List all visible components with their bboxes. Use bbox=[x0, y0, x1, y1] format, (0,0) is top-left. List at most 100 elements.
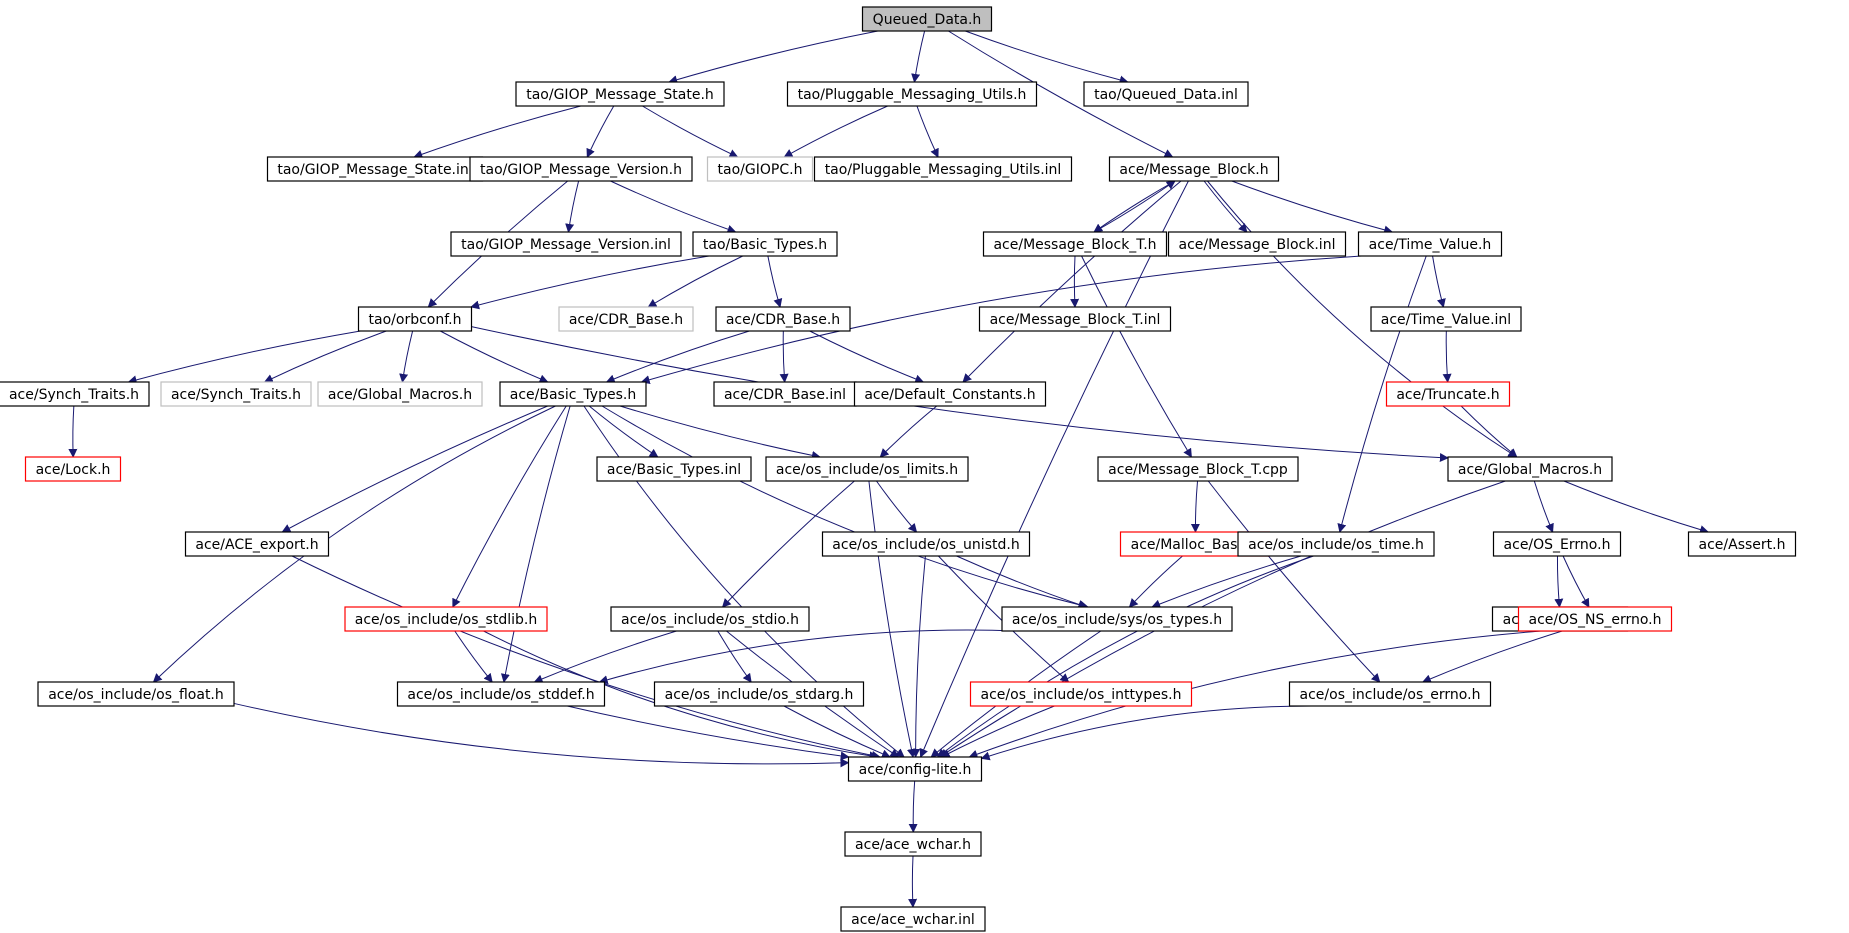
graph-node-giopc[interactable]: tao/GIOPC.h bbox=[706, 156, 814, 182]
graph-node-root[interactable]: Queued_Data.h bbox=[861, 6, 993, 32]
node-label: ace/os_include/os_inttypes.h bbox=[981, 687, 1182, 703]
graph-node-osstddef[interactable]: ace/os_include/os_stddef.h bbox=[396, 681, 606, 707]
graph-node-mb[interactable]: ace/Message_Block.h bbox=[1108, 156, 1280, 182]
graph-node-tv[interactable]: ace/Time_Value.h bbox=[1357, 231, 1503, 257]
node-box bbox=[184, 531, 330, 557]
graph-edge-gmv-to-tbt bbox=[610, 180, 737, 234]
graph-node-tvi[interactable]: ace/Time_Value.inl bbox=[1370, 306, 1522, 332]
node-box bbox=[969, 681, 1193, 707]
node-label: ace/Time_Value.inl bbox=[1381, 312, 1511, 328]
graph-node-pmui[interactable]: tao/Pluggable_Messaging_Utils.inl bbox=[813, 156, 1073, 182]
node-box bbox=[840, 906, 986, 932]
node-box bbox=[715, 306, 851, 332]
graph-edge-abt-to-oslim bbox=[619, 405, 821, 460]
node-label: ace/ACE_export.h bbox=[195, 537, 318, 553]
graph-node-trunc[interactable]: ace/Truncate.h bbox=[1385, 381, 1511, 407]
node-label: tao/GIOP_Message_Version.inl bbox=[461, 237, 671, 253]
graph-edge-orbconf-to-stg bbox=[263, 330, 387, 383]
graph-node-oserrno[interactable]: ace/os_include/os_errno.h bbox=[1288, 681, 1492, 707]
graph-node-osint[interactable]: ace/os_include/os_inttypes.h bbox=[969, 681, 1193, 707]
graph-edge-osstdarg-to-cfg bbox=[783, 705, 891, 758]
graph-node-gmg[interactable]: ace/Global_Macros.h bbox=[317, 381, 483, 407]
graph-edge-oslim-to-cfg bbox=[868, 480, 916, 758]
graph-node-abt[interactable]: ace/Basic_Types.h bbox=[499, 381, 647, 407]
graph-node-pmu[interactable]: tao/Pluggable_Messaging_Utils.h bbox=[786, 81, 1038, 107]
graph-node-cdr[interactable]: ace/CDR_Base.h bbox=[715, 306, 851, 332]
node-label: ace/Default_Constants.h bbox=[864, 387, 1035, 403]
graph-node-oslim[interactable]: ace/os_include/os_limits.h bbox=[765, 456, 969, 482]
graph-node-cfg[interactable]: ace/config-lite.h bbox=[847, 756, 983, 782]
graph-edge-mab-to-ostypes bbox=[1128, 555, 1183, 608]
graph-edge-orbconf-to-st bbox=[127, 330, 361, 385]
graph-node-stg[interactable]: ace/Synch_Traits.h bbox=[160, 381, 312, 407]
graph-edge-mbt-to-mbtcpp bbox=[1081, 255, 1192, 458]
node-box bbox=[1492, 531, 1622, 557]
graph-node-bti[interactable]: ace/Basic_Types.inl bbox=[596, 456, 752, 482]
graph-node-osnserr[interactable]: ace/OS_NS_errno.h bbox=[1517, 606, 1673, 632]
graph-node-osstdarg[interactable]: ace/os_include/os_stdarg.h bbox=[653, 681, 865, 707]
graph-node-wchar[interactable]: ace/ace_wchar.h bbox=[844, 831, 982, 857]
graph-edge-oserr-to-osnserr bbox=[1562, 555, 1590, 608]
graph-node-oserr[interactable]: ace/OS_Errno.h bbox=[1492, 531, 1622, 557]
graph-node-cdri[interactable]: ace/CDR_Base.inl bbox=[713, 381, 857, 407]
graph-edge-osint-to-cfg bbox=[940, 705, 1055, 758]
graph-edge-pmu-to-pmui bbox=[916, 105, 939, 158]
graph-edge-osstdlib-to-osstddef bbox=[454, 630, 493, 683]
graph-node-gmsi[interactable]: tao/GIOP_Message_State.inl bbox=[266, 156, 484, 182]
graph-edge-root-to-qdi bbox=[965, 30, 1129, 85]
graph-node-osstdlib[interactable]: ace/os_include/os_stdlib.h bbox=[344, 606, 548, 632]
graph-node-wchari[interactable]: ace/ace_wchar.inl bbox=[840, 906, 986, 932]
node-box bbox=[1083, 81, 1249, 107]
node-box bbox=[713, 381, 857, 407]
graph-node-cdrg[interactable]: ace/CDR_Base.h bbox=[558, 306, 694, 332]
graph-edge-mb-to-tv bbox=[1231, 180, 1394, 235]
graph-edge-oserrno-to-cfg bbox=[980, 705, 1315, 761]
graph-node-assert[interactable]: ace/Assert.h bbox=[1687, 531, 1797, 557]
graph-node-dc[interactable]: ace/Default_Constants.h bbox=[853, 381, 1047, 407]
graph-node-st[interactable]: ace/Synch_Traits.h bbox=[0, 381, 150, 407]
graph-node-mbti[interactable]: ace/Message_Block_T.inl bbox=[978, 306, 1172, 332]
graph-edge-ostime-to-cfg bbox=[936, 555, 1314, 758]
graph-edge-gms-to-gmsi bbox=[413, 105, 581, 159]
graph-edge-cdr-to-cdri bbox=[779, 330, 789, 383]
graph-node-osstdio[interactable]: ace/os_include/os_stdio.h bbox=[610, 606, 810, 632]
graph-node-tbt[interactable]: tao/Basic_Types.h bbox=[692, 231, 838, 257]
node-label: ace/config-lite.h bbox=[859, 762, 972, 778]
graph-node-lock[interactable]: ace/Lock.h bbox=[24, 456, 122, 482]
graph-edge-wchar-to-wchari bbox=[908, 855, 918, 908]
node-box bbox=[1167, 231, 1347, 257]
graph-edge-tbt-to-cdr bbox=[767, 255, 783, 308]
graph-node-mbi[interactable]: ace/Message_Block.inl bbox=[1167, 231, 1347, 257]
graph-edge-mbt-to-mbti bbox=[1070, 255, 1080, 308]
node-label: ace/os_include/os_stdarg.h bbox=[665, 687, 854, 703]
graph-edge-cdr-to-dc bbox=[809, 330, 925, 384]
graph-edge-osnserr-to-cfg bbox=[968, 630, 1541, 759]
graph-node-ostime[interactable]: ace/os_include/os_time.h bbox=[1237, 531, 1435, 557]
graph-node-osun[interactable]: ace/os_include/os_unistd.h bbox=[821, 531, 1031, 557]
node-label: ace/Message_Block.h bbox=[1119, 162, 1268, 178]
node-label: tao/GIOPC.h bbox=[718, 162, 803, 178]
graph-edge-osfloat-to-cfg bbox=[233, 702, 850, 768]
graph-node-mbt[interactable]: ace/Message_Block_T.h bbox=[982, 231, 1168, 257]
graph-node-mbtcpp[interactable]: ace/Message_Block_T.cpp bbox=[1097, 456, 1299, 482]
graph-edge-dc-to-oslim bbox=[879, 405, 938, 458]
graph-node-orbconf[interactable]: tao/orbconf.h bbox=[357, 306, 473, 332]
graph-node-gmvi[interactable]: tao/GIOP_Message_Version.inl bbox=[450, 231, 682, 257]
graph-node-gm[interactable]: ace/Global_Macros.h bbox=[1447, 456, 1613, 482]
graph-node-ostypes[interactable]: ace/os_include/sys/os_types.h bbox=[1001, 606, 1233, 632]
graph-edge-ostypes-to-osstddef bbox=[598, 629, 1019, 685]
graph-node-acee[interactable]: ace/ACE_export.h bbox=[184, 531, 330, 557]
graph-node-gms[interactable]: tao/GIOP_Message_State.h bbox=[515, 81, 725, 107]
graph-edge-mb-to-cfg bbox=[919, 180, 1189, 758]
graph-edge-abt-to-osstddef bbox=[500, 405, 571, 683]
node-box bbox=[1517, 606, 1673, 632]
node-label: ace/os_include/os_limits.h bbox=[776, 462, 958, 478]
node-label: ace/OS_Errno.h bbox=[1504, 537, 1611, 553]
graph-edge-abt-to-osstdlib bbox=[452, 405, 567, 608]
graph-node-gmv[interactable]: tao/GIOP_Message_Version.h bbox=[469, 156, 693, 182]
graph-edge-trunc-to-gm bbox=[1460, 405, 1518, 458]
graph-node-osfloat[interactable]: ace/os_include/os_float.h bbox=[37, 681, 235, 707]
graph-node-qdi[interactable]: tao/Queued_Data.inl bbox=[1083, 81, 1249, 107]
graph-edge-gmv-to-gmvi bbox=[565, 180, 580, 233]
graph-edge-osstddef-to-cfg bbox=[567, 705, 850, 761]
